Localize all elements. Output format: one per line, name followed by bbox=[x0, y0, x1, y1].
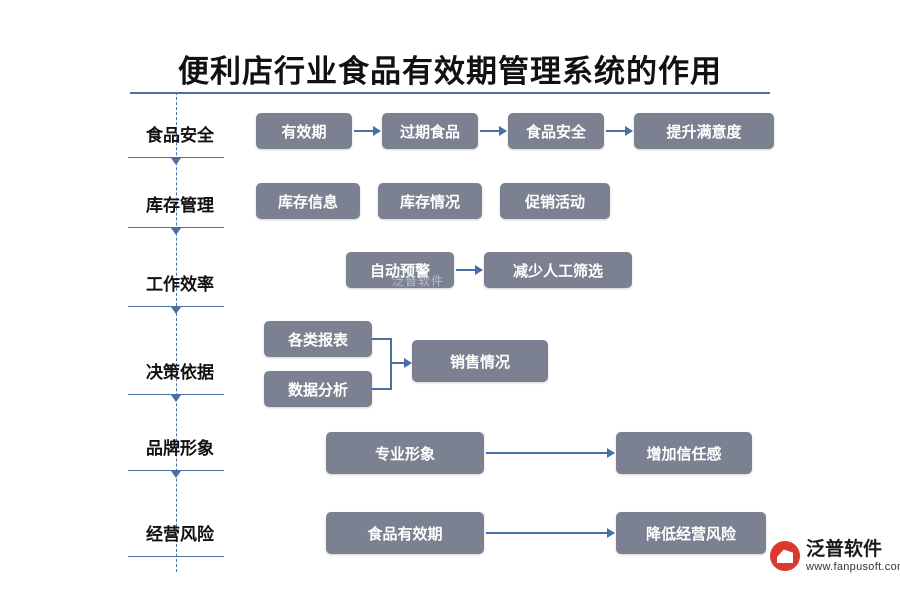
connector-food-safety-1-2 bbox=[354, 126, 381, 136]
merge-line-out bbox=[390, 362, 404, 364]
merge-line-vertical bbox=[390, 338, 392, 390]
category-label-brand: 品牌形象 bbox=[146, 439, 214, 458]
category-rule-5 bbox=[128, 470, 224, 471]
merge-arrow-head bbox=[404, 358, 412, 368]
node-inventory-3[interactable]: 促销活动 bbox=[500, 183, 610, 219]
connector-food-safety-2-3 bbox=[480, 126, 507, 136]
node-risk-2[interactable]: 降低经营风险 bbox=[616, 512, 766, 554]
category-label-decision: 决策依据 bbox=[146, 363, 214, 382]
node-food-safety-3[interactable]: 食品安全 bbox=[508, 113, 604, 149]
category-arrow-3 bbox=[171, 307, 181, 314]
merge-line-top bbox=[372, 338, 392, 340]
merge-line-bottom bbox=[372, 388, 392, 390]
logo-title: 泛普软件 bbox=[806, 539, 883, 560]
category-rule-3 bbox=[128, 306, 224, 307]
node-decision-1[interactable]: 各类报表 bbox=[264, 321, 372, 357]
category-label-risk: 经营风险 bbox=[146, 525, 214, 544]
category-rule-6 bbox=[128, 556, 224, 557]
node-efficiency-1[interactable]: 自动预警 bbox=[346, 252, 454, 288]
logo-text: 泛普软件 www.fanpusoft.com bbox=[806, 539, 900, 573]
category-arrow-5 bbox=[171, 471, 181, 478]
watermark-center: 泛普软件 bbox=[392, 274, 445, 288]
node-food-safety-1[interactable]: 有效期 bbox=[256, 113, 352, 149]
node-food-safety-4[interactable]: 提升满意度 bbox=[634, 113, 774, 149]
category-label-efficiency: 工作效率 bbox=[146, 275, 214, 294]
category-label-food-safety: 食品安全 bbox=[146, 126, 214, 145]
flow-spine bbox=[176, 92, 177, 572]
logo-mark-icon bbox=[770, 541, 800, 572]
node-food-safety-2[interactable]: 过期食品 bbox=[382, 113, 478, 149]
node-inventory-2[interactable]: 库存情况 bbox=[378, 183, 482, 219]
logo-url: www.fanpusoft.com bbox=[806, 560, 900, 573]
page-title: 便利店行业食品有效期管理系统的作用 bbox=[178, 54, 722, 89]
node-inventory-1[interactable]: 库存信息 bbox=[256, 183, 360, 219]
node-brand-1[interactable]: 专业形象 bbox=[326, 432, 484, 474]
category-rule-1 bbox=[128, 157, 224, 158]
connector-risk-1-2 bbox=[486, 528, 615, 538]
connector-food-safety-3-4 bbox=[606, 126, 633, 136]
category-label-inventory: 库存管理 bbox=[146, 196, 214, 215]
node-decision-2[interactable]: 数据分析 bbox=[264, 371, 372, 407]
category-arrow-2 bbox=[171, 228, 181, 235]
node-risk-1[interactable]: 食品有效期 bbox=[326, 512, 484, 554]
category-rule-2 bbox=[128, 227, 224, 228]
brand-logo: 泛普软件 www.fanpusoft.com bbox=[770, 539, 900, 573]
node-brand-2[interactable]: 增加信任感 bbox=[616, 432, 752, 474]
node-decision-3[interactable]: 销售情况 bbox=[412, 340, 548, 382]
category-rule-4 bbox=[128, 394, 224, 395]
connector-brand-1-2 bbox=[486, 448, 615, 458]
node-efficiency-2[interactable]: 减少人工筛选 bbox=[484, 252, 632, 288]
category-arrow-1 bbox=[171, 158, 181, 165]
connector-efficiency-1-2 bbox=[456, 265, 483, 275]
title-underline bbox=[130, 92, 770, 94]
category-arrow-4 bbox=[171, 395, 181, 402]
